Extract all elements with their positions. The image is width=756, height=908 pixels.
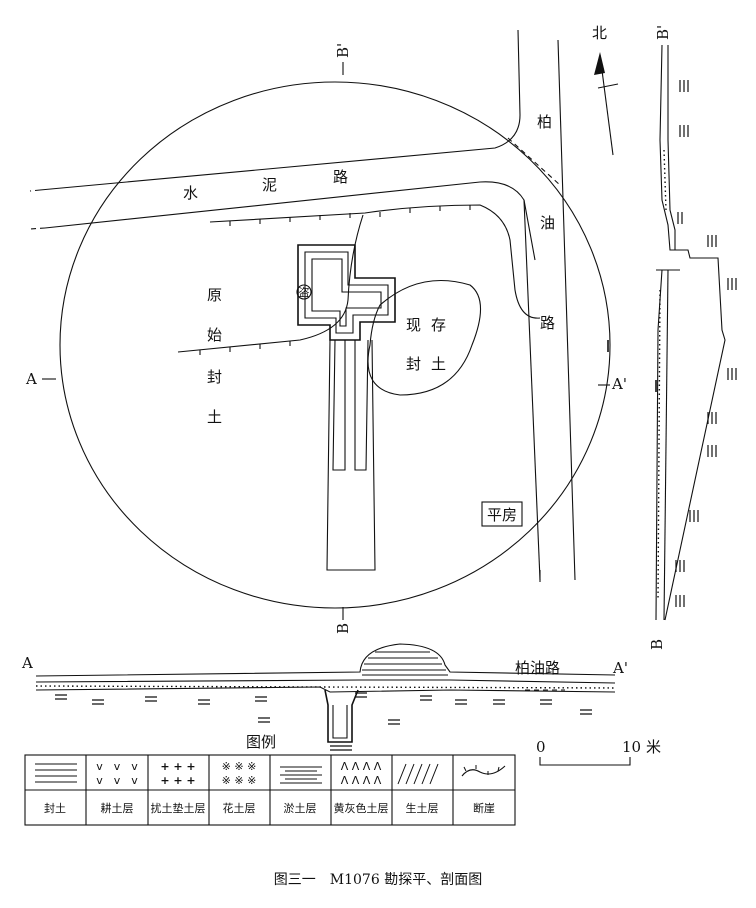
legend-label-natural: 生土层 bbox=[406, 801, 439, 815]
legend-label-yellowgrey: 黄灰色土层 bbox=[334, 801, 389, 815]
section-bb: B' B bbox=[648, 25, 737, 650]
legend: 图例 v v v v v v + + + + + + ※ ※ ※ ※ ※ ※ Λ… bbox=[24, 733, 516, 826]
section-aa-silt-marks bbox=[55, 692, 592, 751]
legend-title: 图例 bbox=[246, 733, 276, 751]
asphalt-road bbox=[507, 39, 576, 582]
section-aa-left-label: A bbox=[21, 654, 33, 672]
existing-mound-char-4: 土 bbox=[431, 355, 446, 373]
section-b-bottom-label: B bbox=[334, 623, 352, 634]
north-label: 北 bbox=[592, 24, 607, 42]
legend-label-mixed: 花土层 bbox=[223, 802, 256, 815]
cement-road bbox=[29, 29, 536, 261]
legend-symbol-mixed: ※ ※ ※ ※ ※ ※ bbox=[222, 760, 257, 787]
legend-label-silt: 淤土层 bbox=[284, 802, 317, 815]
svg-text:v v v: v v v bbox=[96, 760, 138, 773]
existing-mound-char-2: 存 bbox=[431, 316, 446, 334]
svg-text:Λ Λ Λ Λ: Λ Λ Λ Λ bbox=[341, 760, 382, 773]
original-mound-char-2: 始 bbox=[207, 326, 222, 344]
cement-road-char-2: 泥 bbox=[262, 176, 277, 194]
north-arrow: 北 bbox=[592, 24, 619, 156]
svg-text:v v v: v v v bbox=[96, 774, 138, 787]
section-aa: A A' 柏油路 bbox=[21, 643, 628, 751]
existing-mound bbox=[367, 279, 482, 396]
original-mound-outline bbox=[59, 81, 611, 609]
asphalt-road-char-3: 路 bbox=[540, 314, 555, 332]
legend-symbol-cliff bbox=[461, 765, 506, 777]
looting-hole-label: 盗 bbox=[299, 286, 310, 299]
legend-label-plough: 耕土层 bbox=[101, 801, 134, 815]
scale-start: 0 bbox=[536, 738, 546, 756]
looting-hole-marker bbox=[296, 284, 312, 300]
svg-text:+ + +: + + + bbox=[160, 774, 195, 787]
scale-unit: 米 bbox=[646, 738, 661, 756]
existing-mound-char-3: 封 bbox=[406, 355, 421, 373]
svg-text:※ ※ ※: ※ ※ ※ bbox=[222, 760, 257, 773]
mound-hatching bbox=[362, 651, 448, 676]
legend-symbol-disturbed: + + + + + + bbox=[160, 760, 195, 787]
original-mound-char-4: 土 bbox=[207, 408, 222, 426]
figure-caption: 图三一 M1076 勘探平、剖面图 bbox=[274, 872, 482, 888]
legend-symbol-mound bbox=[35, 763, 77, 783]
legend-symbol-silt bbox=[280, 766, 322, 784]
house-box bbox=[481, 501, 523, 527]
scale-bar: 0 10 米 bbox=[536, 738, 661, 766]
legend-label-disturbed: 扰土垫土层 bbox=[151, 801, 206, 815]
original-mound-char-3: 封 bbox=[207, 368, 222, 386]
tomb-outline bbox=[297, 244, 396, 571]
original-mound-char-1: 原 bbox=[207, 286, 222, 304]
cliff-line bbox=[209, 204, 541, 319]
cement-road-char-3: 路 bbox=[333, 168, 348, 186]
section-a-left-label: A bbox=[25, 370, 37, 388]
legend-label-mound: 封土 bbox=[44, 801, 66, 815]
section-bb-bottom-label: B bbox=[648, 639, 666, 650]
asphalt-road-char-1: 柏 bbox=[537, 113, 552, 131]
existing-mound-char-1: 现 bbox=[406, 316, 421, 334]
svg-text:Λ Λ Λ Λ: Λ Λ Λ Λ bbox=[341, 774, 382, 787]
section-bb-top-label: B' bbox=[654, 25, 672, 40]
cliff-ticks bbox=[229, 205, 471, 226]
asphalt-road-char-2: 油 bbox=[540, 214, 555, 232]
legend-symbol-yellowgrey: Λ Λ Λ Λ Λ Λ Λ Λ bbox=[341, 760, 382, 787]
section-a-right-label: A' bbox=[611, 375, 627, 393]
section-aa-road-label: 柏油路 bbox=[515, 659, 560, 677]
plan-view: 盗 平房 水 泥 路 柏 油 路 原 始 封 土 现 存 封 土 A A' B'… bbox=[25, 24, 627, 634]
section-b-top-label: B' bbox=[334, 43, 352, 58]
svg-text:+ + +: + + + bbox=[160, 760, 195, 773]
legend-label-cliff: 断崖 bbox=[473, 801, 495, 815]
legend-symbol-natural bbox=[397, 763, 439, 785]
legend-symbol-plough: v v v v v v bbox=[96, 760, 138, 787]
house-label: 平房 bbox=[487, 506, 517, 524]
scale-end: 10 bbox=[622, 738, 641, 756]
section-aa-right-label: A' bbox=[612, 659, 628, 677]
section-bb-silt-marks bbox=[675, 80, 737, 607]
cement-road-char-1: 水 bbox=[183, 184, 198, 202]
svg-text:※ ※ ※: ※ ※ ※ bbox=[222, 774, 257, 787]
